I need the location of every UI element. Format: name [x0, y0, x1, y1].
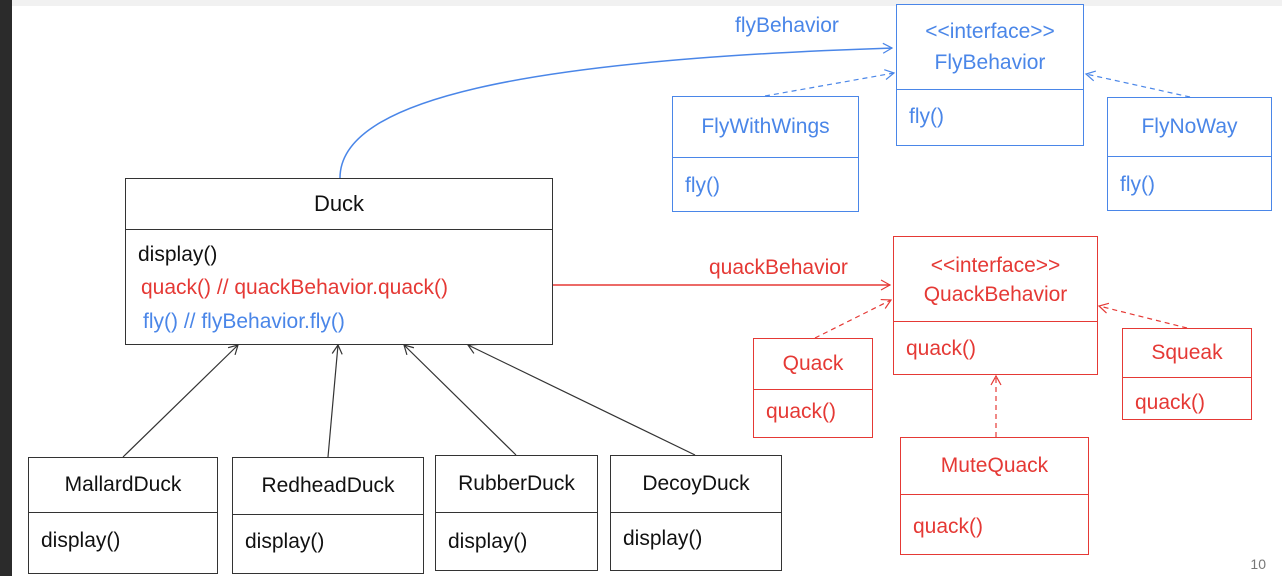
quack-behavior-label: quackBehavior — [709, 256, 848, 279]
page-number: 10 — [1250, 556, 1266, 572]
rubberduck-generalization — [403, 344, 517, 456]
class-name: RubberDuck — [458, 472, 575, 496]
interface-method: fly() — [909, 105, 944, 128]
divider — [29, 512, 217, 513]
decoyduck-class: DecoyDuck display() — [610, 455, 782, 571]
redheadduck-generalization — [327, 343, 343, 458]
class-method: quack() — [913, 515, 984, 538]
interface-stereotype: <<interface>> — [925, 20, 1055, 44]
class-method: quack() — [1135, 391, 1206, 414]
duck-quack-method: quack() // quackBehavior.quack() — [141, 276, 448, 299]
class-name: FlyWithWings — [701, 115, 830, 139]
class-name: DecoyDuck — [642, 472, 750, 496]
squeak-realization — [1097, 302, 1188, 329]
fly-behavior-label: flyBehavior — [735, 14, 839, 37]
divider — [894, 321, 1097, 322]
interface-stereotype: <<interface>> — [930, 254, 1061, 278]
divider — [673, 157, 858, 158]
divider — [233, 514, 423, 515]
flywithwings-class: FlyWithWings fly() — [672, 96, 859, 212]
squeak-class: Squeak quack() — [1122, 328, 1252, 420]
class-method: fly() — [1120, 173, 1155, 196]
duck-class-name: Duck — [313, 190, 365, 216]
mallardduck-class: MallardDuck display() — [28, 457, 218, 574]
fly-behavior-association — [339, 42, 894, 179]
class-name: RedheadDuck — [261, 474, 395, 498]
class-method: display() — [245, 530, 325, 553]
class-name: Squeak — [1151, 341, 1223, 365]
divider — [611, 512, 781, 513]
class-method: display() — [41, 529, 121, 552]
duck-class: Duck display() quack() // quackBehavior.… — [125, 178, 553, 345]
divider — [1108, 156, 1271, 157]
mallardduck-generalization — [122, 344, 239, 458]
class-name: Quack — [782, 352, 844, 376]
divider — [754, 389, 872, 390]
class-method: display() — [448, 530, 528, 553]
divider — [901, 494, 1088, 495]
flywithwings-realization — [764, 69, 896, 97]
class-method: fly() — [685, 174, 720, 197]
class-method: display() — [623, 527, 703, 550]
flynoway-realization — [1084, 70, 1191, 98]
decoyduck-generalization — [466, 343, 696, 456]
duck-display-method: display() — [138, 243, 218, 266]
redheadduck-class: RedheadDuck display() — [232, 457, 424, 574]
divider — [897, 89, 1083, 90]
class-name: FlyNoWay — [1141, 115, 1238, 139]
rubberduck-class: RubberDuck display() — [435, 455, 598, 571]
interface-name: QuackBehavior — [923, 283, 1068, 307]
interface-method: quack() — [906, 337, 977, 360]
class-method: quack() — [766, 400, 837, 423]
quack-realization — [814, 298, 893, 339]
left-edge-bar — [0, 0, 12, 576]
quack-class: Quack quack() — [753, 338, 873, 438]
divider — [436, 512, 597, 513]
class-name: MallardDuck — [64, 473, 182, 497]
quackbehavior-interface: <<interface>> QuackBehavior quack() — [893, 236, 1098, 375]
duck-fly-method: fly() // flyBehavior.fly() — [143, 310, 345, 333]
mutequack-class: MuteQuack quack() — [900, 437, 1089, 555]
flynoway-class: FlyNoWay fly() — [1107, 97, 1272, 211]
class-name: MuteQuack — [940, 454, 1049, 478]
divider — [126, 229, 552, 230]
interface-name: FlyBehavior — [934, 51, 1046, 75]
divider — [1123, 377, 1251, 378]
flybehavior-interface: <<interface>> FlyBehavior fly() — [896, 4, 1084, 146]
top-edge-bar — [12, 0, 1282, 6]
